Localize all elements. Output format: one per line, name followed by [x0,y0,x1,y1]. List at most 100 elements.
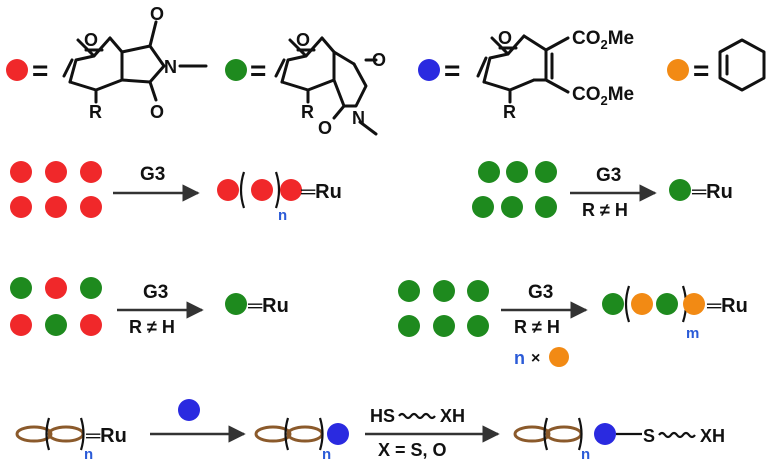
ester-label-top: CO2Me [572,28,634,52]
monomer-dot [656,293,678,315]
blue-terminating-dot [178,399,200,421]
nitrogen-label: N [164,57,177,77]
monomer-dot [398,280,420,302]
catalyst-label: G3 [140,164,165,185]
repeat-index-m: m [686,325,699,342]
monomer-dot [80,196,102,218]
polymer-unit-ring [15,425,53,443]
blue-dot [418,59,440,81]
monomer-dot [80,161,102,183]
repeat-index-n: n [278,207,287,224]
condition-label: R ≠ H [582,200,628,220]
monomer-dot [10,314,32,336]
red-polymer-product: n ═Ru [217,171,342,224]
ruthenium-label: ═Ru [300,181,342,203]
equals-sign: = [444,55,460,86]
condition-label: R ≠ H [129,317,175,337]
ruthenium-label: ═Ru [706,295,748,317]
catalyst-label: G3 [143,282,168,303]
ruthenium-label: ═Ru [691,181,733,203]
condition-label: R ≠ H [514,317,560,337]
ruthenium-label: ═Ru [85,425,127,447]
carbonyl-oxygen-top: O [372,50,386,70]
carbonyl-oxygen-top: O [150,4,164,24]
equals-sign: = [250,55,266,86]
monomer-dot [683,293,705,315]
monomer-dot [398,315,420,337]
monomer-dot [280,179,302,201]
repeat-index-n: n [581,446,590,463]
monomer-dot [45,277,67,299]
monomer-dot [594,423,616,445]
monomer-dot [10,196,32,218]
monomer-dot [631,293,653,315]
ester-label-bottom: CO2Me [572,84,634,108]
green-monomer-grid [398,280,489,337]
monomer-dot [10,161,32,183]
endo-imide-structure: O O O N R [274,30,386,138]
green-initiated-catalyst [669,179,691,201]
equals-sign: = [693,55,709,86]
reaction-mixed-no-polymer: G3 R ≠ H ═Ru [10,277,289,337]
xh-label: XH [700,426,725,446]
sulfur-label: S [643,426,655,446]
svg-text:HS: HS [370,406,395,426]
legend-green-monomer: = O O O N R [225,30,386,138]
monomer-dot [327,423,349,445]
r-group-label: R [503,102,516,122]
ruthenium-label: ═Ru [247,295,289,317]
legend-red-monomer: = O O O N R [6,4,208,122]
green-initiated-catalyst [225,293,247,315]
monomer-dot [535,161,557,183]
reaction-green-no-polymer: G3 R ≠ H ═Ru [472,161,733,220]
monomer-dot [501,196,523,218]
living-polymer: n ═Ru [15,417,127,463]
blue-capped-polymer: n [254,417,349,463]
x-condition-label: X = S, O [378,440,447,460]
monomer-dot [45,314,67,336]
monomer-dot [535,196,557,218]
equals-sign: = [32,55,48,86]
monomer-dot [506,161,528,183]
monomer-dot [10,277,32,299]
orange-comonomer-dot [549,347,569,367]
end-capping-sequence: n ═Ru n HS XH X = S, O n S [15,399,725,463]
monomer-dot [45,196,67,218]
functionalized-polymer: n S XH [513,417,725,463]
cyclohexene-structure [718,38,766,92]
monomer-dot [478,161,500,183]
monomer-dot [80,314,102,336]
times-sign: × [531,350,540,367]
diester-structure: O R CO2Me CO2Me [476,28,634,122]
legend-orange-monomer: = [667,38,766,92]
red-dot [6,59,28,81]
monomer-dot [45,161,67,183]
green-monomer-grid [472,161,557,218]
monomer-dot [602,293,624,315]
polymer-unit-ring [513,425,551,443]
reaction-alternating-copolymer: G3 R ≠ H n × m ═Ru [398,280,748,368]
polymer-unit-ring [286,425,324,443]
repeat-index-n: n [84,446,93,463]
carbonyl-oxygen-bottom: O [150,102,164,122]
monomer-dot [217,179,239,201]
alternating-polymer-product: m ═Ru [602,285,748,342]
catalyst-label: G3 [596,165,621,186]
monomer-dot [433,280,455,302]
oxygen-label: O [296,30,310,50]
legend-blue-monomer: = O R CO2Me CO2Me [418,28,634,122]
oxygen-label: O [84,30,98,50]
orange-dot [667,59,689,81]
polymer-unit-ring [545,425,583,443]
monomer-dot [251,179,273,201]
green-dot [225,59,247,81]
monomer-dot [80,277,102,299]
repeat-index-n: n [322,446,331,463]
oxygen-label: O [498,28,512,48]
r-group-label: R [89,102,102,122]
polymer-unit-ring [47,425,85,443]
r-group-label: R [301,102,314,122]
catalyst-label: G3 [528,282,553,303]
nitrogen-label: N [352,108,365,128]
